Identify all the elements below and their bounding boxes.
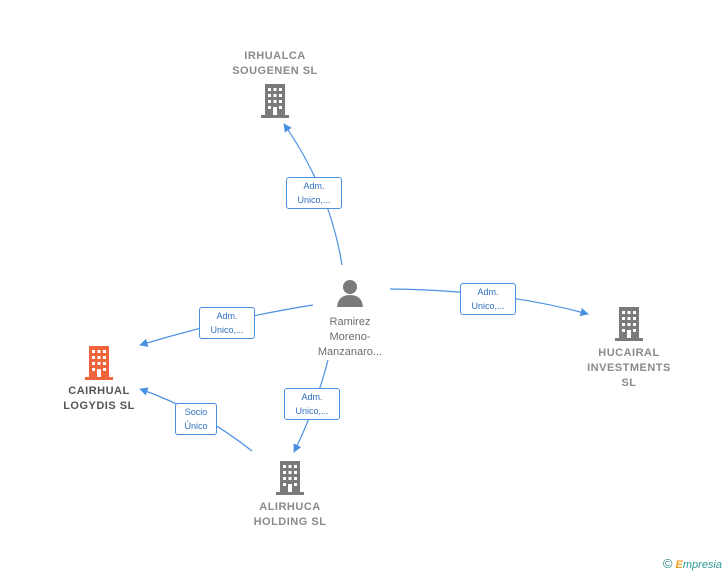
node-cairhual-label: CAIRHUAL LOGYDIS SL: [63, 385, 135, 412]
building-icon: [85, 346, 113, 380]
brand-name: mpresia: [682, 559, 722, 571]
node-cairhual[interactable]: CAIRHUAL LOGYDIS SL: [43, 345, 155, 414]
node-person-label: Ramirez Moreno- Manzanaro...: [317, 316, 383, 358]
edge-label-socio-unico[interactable]: Socio Único: [175, 403, 217, 435]
person-icon: [337, 280, 363, 307]
node-person[interactable]: Ramirez Moreno- Manzanaro...: [300, 278, 400, 360]
building-icon: [261, 84, 289, 118]
edge-label-irhualca[interactable]: Adm. Unico,...: [286, 177, 342, 209]
empresia-logo: © Empresia: [663, 556, 722, 571]
node-alirhuca[interactable]: ALIRHUCA HOLDING SL: [230, 460, 350, 530]
node-irhualca-label: IRHUALCA SOUGENEN SL: [232, 50, 318, 77]
node-alirhuca-label: ALIRHUCA HOLDING SL: [253, 501, 327, 528]
building-icon: [615, 307, 643, 341]
edge-label-cairhual[interactable]: Adm. Unico,...: [199, 307, 255, 339]
copyright-symbol: ©: [662, 556, 673, 571]
building-icon: [276, 461, 304, 495]
node-hucairal-label: HUCAIRAL INVESTMENTS SL: [587, 347, 671, 389]
brand-initial: E: [675, 559, 683, 571]
edge-label-alirhuca[interactable]: Adm. Unico,...: [284, 388, 340, 420]
node-irhualca[interactable]: IRHUALCA SOUGENEN SL: [210, 49, 340, 119]
node-hucairal[interactable]: HUCAIRAL INVESTMENTS SL: [570, 306, 688, 391]
edge-label-hucairal[interactable]: Adm. Unico,...: [460, 283, 516, 315]
